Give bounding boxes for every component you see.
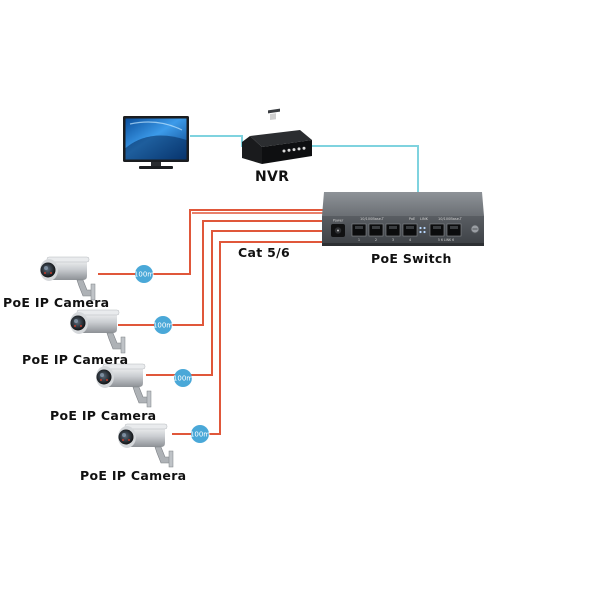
svg-text:10/100Base-T: 10/100Base-T [438, 217, 463, 221]
svg-text:100m: 100m [153, 322, 173, 330]
svg-text:LINK: LINK [420, 217, 429, 221]
svg-text:100m: 100m [173, 375, 193, 383]
camera-label-3: PoE IP Camera [50, 408, 157, 423]
svg-text:4: 4 [409, 238, 412, 242]
switch-ports-uplink [429, 223, 462, 237]
svg-text:5 6 LINK 6: 5 6 LINK 6 [438, 238, 454, 242]
ip-camera-icon-3 [96, 363, 152, 408]
distance-badge-4: 100m [190, 425, 210, 443]
poe-cable-4 [172, 241, 324, 435]
svg-text:100m: 100m [190, 431, 210, 439]
nvr-switch-cable [310, 145, 419, 192]
ip-camera-icon-1 [40, 256, 96, 301]
distance-badge-3: 100m [173, 369, 193, 387]
svg-text:PoE: PoE [409, 217, 415, 221]
nvr-label: NVR [255, 169, 290, 185]
svg-text:2: 2 [375, 238, 377, 242]
camera-label-4: PoE IP Camera [80, 468, 187, 483]
switch-label: PoE Switch [371, 251, 452, 266]
monitor-icon [123, 116, 189, 169]
camera-label-1: PoE IP Camera [3, 295, 110, 310]
distance-badge-2: 100m [153, 316, 173, 334]
svg-text:10/100Base-T: 10/100Base-T [360, 217, 385, 221]
cable-label: Cat 5/6 [238, 245, 290, 260]
nvr-icon [242, 108, 312, 164]
distance-badge-1: 100m [134, 265, 154, 283]
poe-cable-3 [146, 230, 324, 376]
poe-switch-icon: Power 10/100Base-T PoE LINK 10/100Base-T… [322, 192, 484, 246]
svg-text:3: 3 [392, 238, 394, 242]
camera-label-2: PoE IP Camera [22, 352, 129, 367]
ip-camera-icon-4 [118, 423, 174, 468]
monitor-nvr-cable [190, 135, 243, 147]
svg-text:Power: Power [333, 219, 344, 223]
poe-cables [98, 209, 324, 435]
ip-camera-icon-2 [70, 309, 126, 354]
svg-text:1: 1 [358, 238, 360, 242]
svg-text:100m: 100m [134, 271, 154, 279]
switch-ports-poe [351, 223, 418, 237]
